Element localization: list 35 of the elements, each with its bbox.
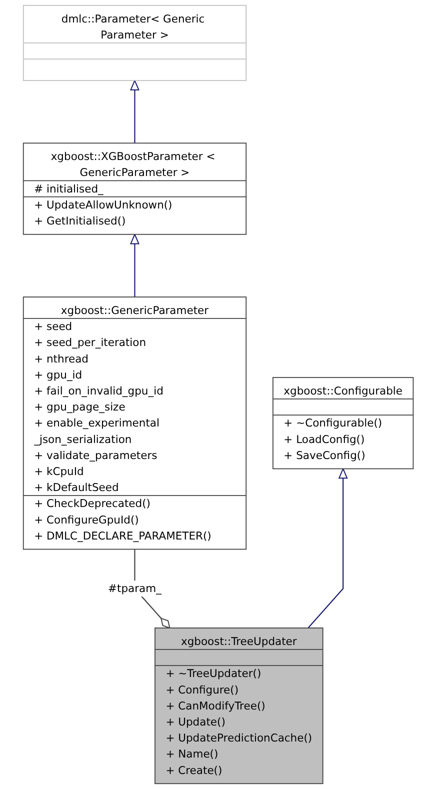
attribute-text: + enable_experimental _json_serialization bbox=[34, 416, 161, 446]
operation-text: + ~Configurable() bbox=[284, 416, 382, 430]
attribute-text: + kDefaultSeed bbox=[34, 481, 119, 494]
operation-text: + Create() bbox=[166, 764, 222, 776]
operation-text: + CanModifyTree() bbox=[166, 700, 266, 712]
operation-text: + UpdateAllowUnknown() bbox=[34, 198, 172, 212]
attribute-text: + seed bbox=[34, 320, 72, 333]
inheritance-arrow bbox=[130, 80, 140, 144]
operation-text: + Name() bbox=[166, 748, 218, 760]
edge-label: #tparam_ bbox=[108, 580, 162, 597]
operation-text: + LoadConfig() bbox=[284, 432, 365, 446]
operation-text: + SaveConfig() bbox=[284, 449, 366, 462]
operation-text: + ConfigureGpuId() bbox=[34, 513, 140, 526]
attribute-text: + fail_on_invalid_gpu_id bbox=[34, 384, 164, 398]
operation-text: + ~TreeUpdater() bbox=[166, 667, 262, 680]
class-name: xgboost::XGBoostParameter < GenericParameter > bbox=[51, 150, 216, 179]
operation-text: + GetInitialised() bbox=[34, 214, 126, 228]
attribute-text: + kCpuId bbox=[34, 465, 84, 478]
class-name: xgboost::GenericParameter bbox=[61, 304, 209, 317]
attribute-text: + nthread bbox=[34, 352, 89, 365]
operation-text: + Update() bbox=[166, 716, 226, 728]
inheritance-arrow bbox=[308, 468, 348, 628]
class-name: xgboost::TreeUpdater bbox=[181, 635, 298, 648]
attribute-text: + seed_per_iteration bbox=[34, 336, 146, 349]
inheritance-arrow bbox=[130, 234, 140, 297]
operation-text: + Configure() bbox=[166, 683, 239, 696]
operation-text: + DMLC_DECLARE_PARAMETER() bbox=[34, 530, 212, 542]
attribute-text: # initialised_ bbox=[34, 182, 104, 196]
attribute-text: + validate_parameters bbox=[34, 449, 158, 462]
class-name: xgboost::Configurable bbox=[284, 384, 403, 398]
operation-text: + UpdatePredictionCache() bbox=[166, 732, 312, 744]
attribute-text: + gpu_page_size bbox=[34, 400, 126, 414]
operation-text: + CheckDeprecated() bbox=[34, 497, 151, 510]
attribute-text: + gpu_id bbox=[34, 368, 82, 382]
class-name: dmlc::Parameter< Generic Parameter > bbox=[62, 12, 206, 42]
